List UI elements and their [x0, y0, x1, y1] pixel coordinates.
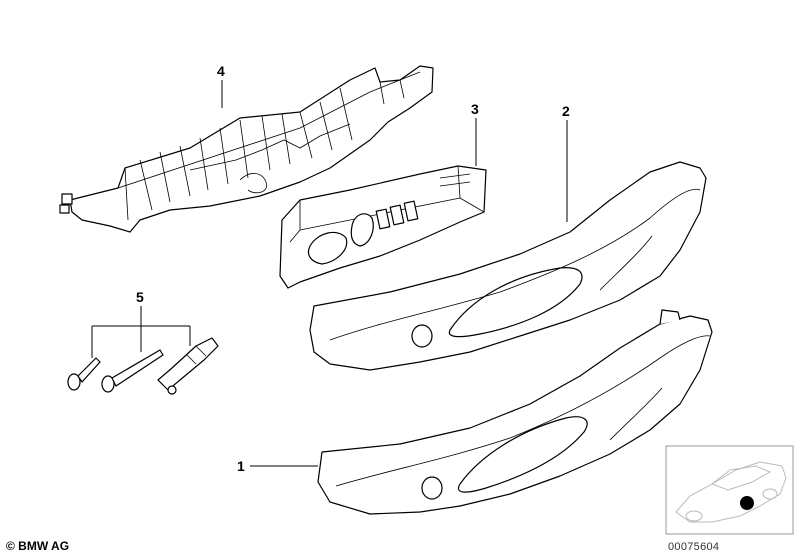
callout-label-3: 3 — [471, 101, 479, 117]
part-5-screw-set[interactable] — [67, 337, 219, 395]
copyright-text: © BMW AG — [6, 539, 70, 553]
part-3-switch-unit[interactable] — [279, 165, 487, 289]
callout-label-1: 1 — [237, 458, 245, 474]
callout-label-4: 4 — [217, 63, 225, 79]
location-marker-icon — [740, 496, 754, 510]
part-1-side-trim[interactable] — [317, 309, 713, 515]
part-4-seat-bracket[interactable] — [59, 65, 434, 233]
part-2-side-trim[interactable] — [309, 161, 707, 371]
callout-leaders — [91, 80, 568, 467]
diagram-number: 00075604 — [668, 541, 720, 553]
vehicle-location-inset — [665, 445, 794, 535]
callout-label-2: 2 — [562, 103, 570, 119]
callout-label-5: 5 — [136, 289, 144, 305]
